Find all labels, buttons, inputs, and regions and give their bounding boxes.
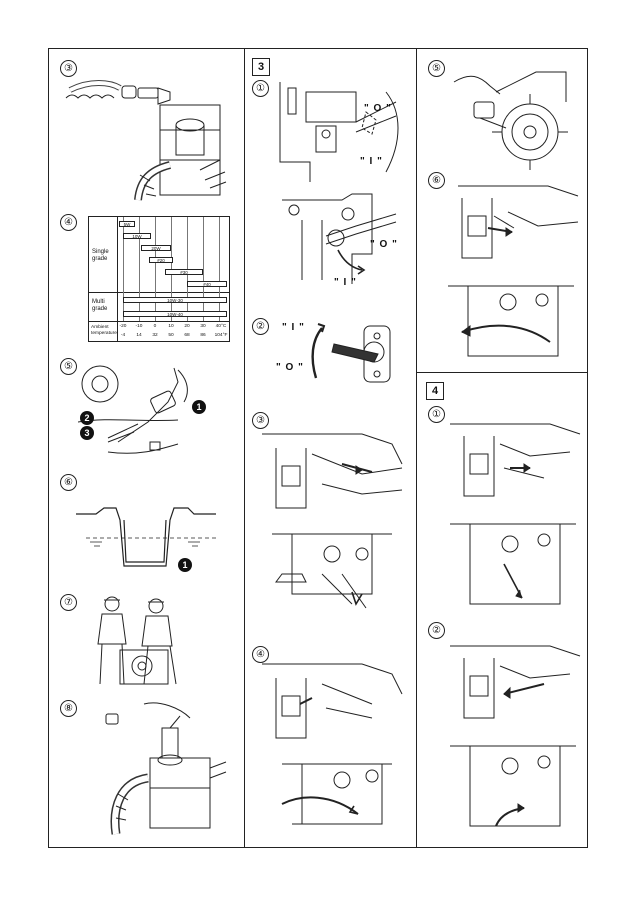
column-divider-1 [244,48,245,848]
two-person-lift-illustration [97,596,177,685]
engine-side-throttle-view [262,433,403,609]
step-number: ⑤ [428,60,445,77]
celsius-tick: -20 [119,324,127,329]
choke-lever-detail [282,193,397,284]
callout-number: 1 [192,400,206,414]
oil-viscosity-chart: Single grade Multi grade Ambient tempera… [88,216,230,342]
ambient-temperature-label: Ambient temperature [91,325,117,336]
step-number: ③ [60,60,77,77]
engine-throttle-stop-view [448,185,579,357]
engine-choke-return-view [262,663,403,825]
oil-grade-bar: #20 [149,257,173,263]
step-number: ⑧ [60,700,77,717]
oil-grade-bar: 10W-30 [123,297,227,303]
oil-level-diagram [76,507,216,567]
step-number: ① [252,80,269,97]
celsius-tick: 0 [153,324,157,329]
recoil-starter-pull [453,71,568,170]
oil-grade-bar: 5W [119,221,135,227]
section-divider [416,372,588,373]
engine-stop-throttle-view [450,423,581,605]
hose-connection-illustration [65,80,227,201]
celsius-tick: -10 [135,324,143,329]
fahrenheit-tick: 32 [152,333,158,338]
step-number: ⑥ [60,474,77,491]
fuel-valve-knob [311,323,391,383]
fahrenheit-tick: 86 [200,333,206,338]
oil-grade-bar: 10W [123,233,151,239]
celsius-tick: 40°C [215,324,227,329]
choke-open-label: " O " [364,103,392,114]
celsius-tick: 30 [200,324,206,329]
fahrenheit-tick: 104°F [214,333,228,338]
priming-water-illustration [105,702,227,835]
celsius-tick: 20 [184,324,190,329]
callout-number: 1 [178,558,192,572]
callout-number: 2 [80,411,94,425]
choke-open-label: " O " [370,239,398,250]
oil-grade-bar: #30 [165,269,203,275]
page-frame [48,48,588,848]
step-number: ① [428,406,445,423]
step-number: ⑦ [60,594,77,611]
fahrenheit-tick: 68 [184,333,190,338]
fahrenheit-tick: 50 [168,333,174,338]
step-number: ③ [252,412,269,429]
choke-closed-label: " I " [282,322,305,333]
step-number: ④ [252,646,269,663]
fahrenheit-tick: 14 [136,333,142,338]
single-grade-label: Single grade [92,249,109,262]
multi-grade-label: Multi grade [92,299,108,312]
section-number: 4 [426,382,444,400]
choke-closed-label: " I " [360,156,383,167]
fahrenheit-tick: -4 [120,333,126,338]
choke-closed-label: " I " [334,277,357,288]
oil-filler-cap-illustration [78,365,188,454]
oil-grade-bar: #40 [187,281,227,287]
step-number: ② [428,622,445,639]
step-number: ② [252,318,269,335]
engine-choke-close-view [450,645,581,827]
oil-grade-bar: 10W-40 [123,311,227,317]
step-number: ④ [60,214,77,231]
column-divider-2 [416,48,417,848]
callout-number: 3 [80,426,94,440]
step-number: ⑤ [60,358,77,375]
choke-open-label: " O " [276,362,304,373]
section-number: 3 [252,58,270,76]
step-number: ⑥ [428,172,445,189]
celsius-tick: 10 [168,324,174,329]
oil-grade-bar: 20W [141,245,171,251]
engine-choke-closeup [279,82,399,182]
